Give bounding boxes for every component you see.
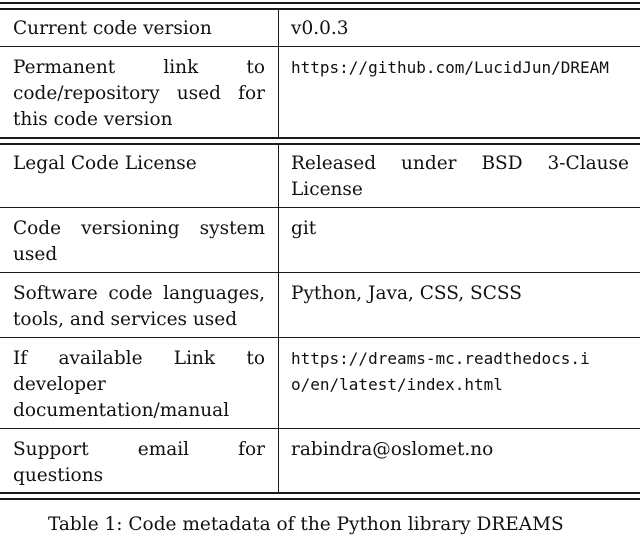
- top-rule-inner: [0, 8, 640, 10]
- bottom-rule-outer: [0, 498, 640, 500]
- table-row-label: Permanent link to code/repository used f…: [13, 57, 265, 130]
- table-row-value: Released under BSD 3-Clause License: [291, 153, 629, 200]
- support-email[interactable]: rabindra@oslomet.no: [291, 439, 494, 460]
- row-divider: [0, 46, 640, 47]
- top-rule-outer: [0, 2, 640, 4]
- table-row-value: git: [291, 218, 317, 239]
- row-divider: [0, 272, 640, 273]
- table-row-label: If available Link to developer documenta…: [13, 348, 265, 421]
- table-row-label: Current code version: [13, 18, 212, 39]
- bottom-rule-inner: [0, 492, 640, 494]
- row-divider: [0, 207, 640, 208]
- repository-link[interactable]: https://github.com/LucidJun/DREAM: [291, 58, 609, 77]
- table-row-label: Legal Code License: [13, 153, 197, 174]
- group-rule-inner: [0, 143, 640, 145]
- table-row-label: Code versioning system used: [13, 218, 265, 265]
- table-row-label: Software code languages, tools, and serv…: [13, 283, 265, 330]
- documentation-link[interactable]: https://dreams-mc.readthedocs.io/en/late…: [291, 349, 590, 394]
- group-rule-outer: [0, 137, 640, 139]
- row-divider: [0, 428, 640, 429]
- table-row-label: Support email for questions: [13, 439, 265, 486]
- row-divider: [0, 337, 640, 338]
- table-row-value: Python, Java, CSS, SCSS: [291, 283, 522, 304]
- column-divider: [278, 10, 279, 137]
- table-caption: Table 1: Code metadata of the Python lib…: [48, 514, 564, 535]
- table-row-value: v0.0.3: [291, 18, 349, 39]
- column-divider: [278, 145, 279, 492]
